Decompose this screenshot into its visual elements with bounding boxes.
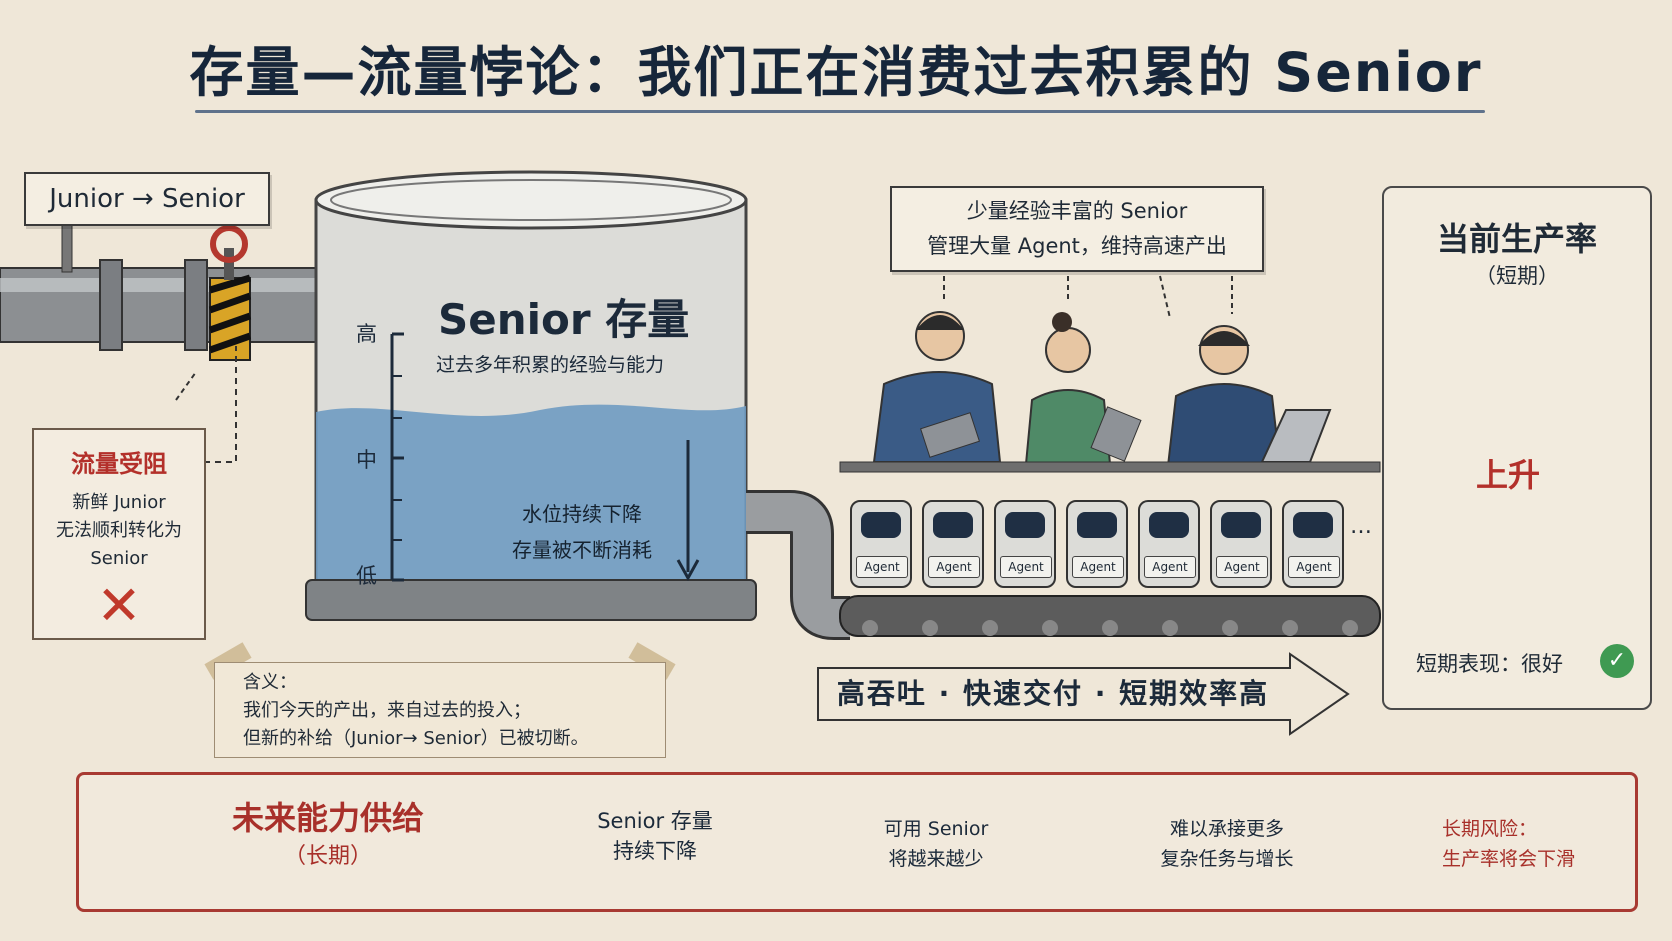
agent-label: Agent xyxy=(928,556,980,578)
future-supply-title: 未来能力供给 xyxy=(231,799,424,837)
agent-row: Agent Agent Agent Agent Agent Agent Agent … xyxy=(850,492,1372,600)
meaning-line: 我们今天的产出，来自过去的投入； xyxy=(243,700,531,721)
trend-label: 上升 xyxy=(1476,456,1541,494)
agent-face xyxy=(1293,512,1333,538)
level-mark-low: 低 xyxy=(356,564,377,588)
senior-callout: 少量经验丰富的 Senior 管理大量 Agent，维持高速产出 xyxy=(890,186,1264,272)
throughput-banner: 高吞吐 · 快速交付 · 短期效率高 xyxy=(818,660,1350,728)
agent-face xyxy=(1149,512,1189,538)
agent-label: Agent xyxy=(1216,556,1268,578)
agent-label: Agent xyxy=(1072,556,1124,578)
risk-line: 长期风险： xyxy=(1442,818,1538,840)
conveyor xyxy=(839,461,1381,637)
agent-label: Agent xyxy=(1144,556,1196,578)
agent-label: Agent xyxy=(1000,556,1052,578)
agent-robot: Agent xyxy=(1282,500,1344,588)
agent-robot: Agent xyxy=(922,500,984,588)
check-icon: ✓ xyxy=(1600,644,1634,678)
agent-face xyxy=(1005,512,1045,538)
callout-line: 少量经验丰富的 Senior xyxy=(966,199,1188,223)
pipe-label: Junior → Senior xyxy=(24,172,270,226)
step-line: 持续下降 xyxy=(613,839,697,863)
blocked-heading: 流量受阻 xyxy=(71,450,167,478)
title-underline xyxy=(195,110,1485,113)
agent-label: Agent xyxy=(1288,556,1340,578)
future-supply-sub: （长期） xyxy=(283,844,372,869)
senior-tank xyxy=(305,170,757,621)
agent-robot: Agent xyxy=(1066,500,1128,588)
step-line: 复杂任务与增长 xyxy=(1160,848,1294,870)
step-line: Senior 存量 xyxy=(597,809,713,833)
level-mark-high: 高 xyxy=(356,322,377,346)
tank-title: Senior 存量 xyxy=(438,295,690,344)
senior-workers xyxy=(872,311,1332,467)
inflow-pipe xyxy=(0,221,321,361)
long-term-risk: 长期风险： 生产率将会下滑 xyxy=(1442,814,1612,874)
agent-face xyxy=(1221,512,1261,538)
meaning-line: 但新的补给（Junior→ Senior）已被切断。 xyxy=(243,728,589,749)
page-title: 存量—流量悖论：我们正在消费过去积累的 Senior xyxy=(189,41,1483,104)
agent-more: … xyxy=(1350,514,1372,539)
agent-label: Agent xyxy=(856,556,908,578)
callout-line: 管理大量 Agent，维持高速产出 xyxy=(927,234,1227,258)
outflow-pipe xyxy=(746,490,850,640)
agent-face xyxy=(1077,512,1117,538)
risk-line: 生产率将会下滑 xyxy=(1442,848,1576,870)
productivity-subheading: （短期） xyxy=(1475,264,1559,288)
productivity-card: 当前生产率 （短期） 上升 短期表现：很好 ✓ xyxy=(1382,186,1652,710)
tank-note-line: 存量被不断消耗 xyxy=(512,538,652,562)
future-supply-panel xyxy=(76,772,1638,912)
step-fewer-seniors: 可用 Senior 将越来越少 xyxy=(868,814,1004,874)
step-line: 将越来越少 xyxy=(888,848,984,870)
agent-robot: Agent xyxy=(1138,500,1200,588)
step-stock-decline: Senior 存量 持续下降 xyxy=(584,806,726,866)
agent-robot: Agent xyxy=(850,500,912,588)
blocked-line: Senior xyxy=(90,548,148,569)
blocked-connector xyxy=(204,346,237,463)
step-line: 可用 Senior xyxy=(883,818,989,840)
level-mark-mid: 中 xyxy=(356,448,377,472)
productivity-heading: 当前生产率 xyxy=(1436,220,1597,258)
blocked-line: 无法顺利转化为 xyxy=(56,520,182,541)
throughput-arrow xyxy=(817,652,1350,736)
agent-robot: Agent xyxy=(1210,500,1272,588)
step-line: 难以承接更多 xyxy=(1169,818,1284,840)
throughput-text: 高吞吐 · 快速交付 · 短期效率高 xyxy=(836,677,1270,710)
blocked-note: 流量受阻 新鲜 Junior 无法顺利转化为 Senior ✕ xyxy=(32,428,206,640)
step-capacity-limit: 难以承接更多 复杂任务与增长 xyxy=(1144,814,1310,874)
agent-face xyxy=(933,512,973,538)
productivity-summary: 短期表现：很好 xyxy=(1416,652,1563,676)
agent-face xyxy=(861,512,901,538)
tank-note-line: 水位持续下降 xyxy=(522,502,642,526)
close-icon: ✕ xyxy=(96,574,142,637)
tank-subtitle: 过去多年积累的经验与能力 xyxy=(436,354,665,376)
meaning-heading: 含义： xyxy=(243,672,297,693)
meaning-note: 含义： 我们今天的产出，来自过去的投入； 但新的补给（Junior→ Senio… xyxy=(214,662,666,758)
blocked-line: 新鲜 Junior xyxy=(72,492,166,513)
tank-note: 水位持续下降 存量被不断消耗 xyxy=(512,496,652,568)
agent-robot: Agent xyxy=(994,500,1056,588)
